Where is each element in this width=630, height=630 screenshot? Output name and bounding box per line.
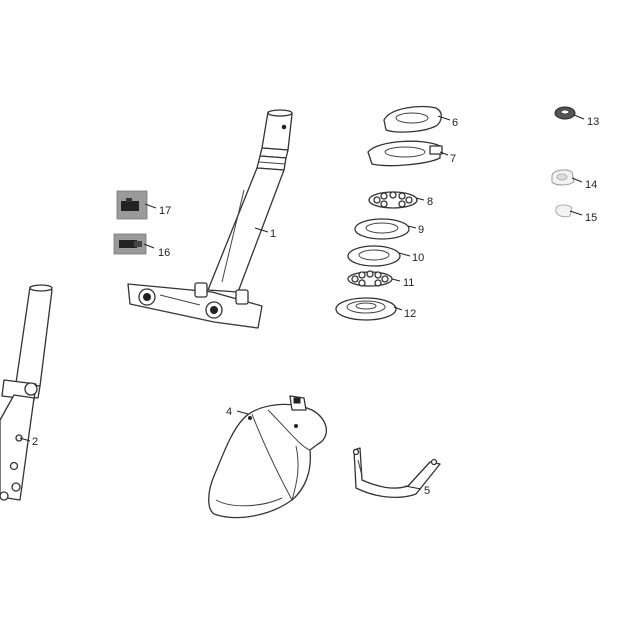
- callout-4: 4: [226, 406, 232, 418]
- callout-6: 6: [452, 117, 458, 129]
- leader-line-13: [573, 114, 585, 120]
- leader-line-12: [393, 306, 403, 311]
- leader-line-17: [144, 203, 157, 209]
- bolt-photo-part[interactable]: [113, 233, 147, 255]
- dust-seal-part[interactable]: [335, 297, 397, 321]
- callout-11: 11: [403, 277, 414, 289]
- leader-line-15: [569, 210, 583, 216]
- callout-1: 1: [270, 228, 276, 240]
- callout-15: 15: [585, 212, 597, 224]
- upper-race-part[interactable]: [354, 218, 410, 240]
- leader-line-9: [407, 225, 417, 229]
- callout-9: 9: [418, 224, 424, 236]
- leader-line-16: [143, 243, 155, 249]
- callout-7: 7: [450, 153, 456, 165]
- callout-12: 12: [404, 308, 416, 320]
- leader-line-1: [254, 227, 269, 233]
- leader-line-14: [571, 177, 583, 183]
- leader-line-8: [415, 197, 425, 201]
- callout-2: 2: [32, 436, 38, 448]
- callout-10: 10: [412, 252, 424, 264]
- callout-16: 16: [158, 247, 170, 259]
- lock-washer-part[interactable]: [367, 140, 443, 167]
- clip-part[interactable]: [551, 169, 575, 186]
- ball-cage-upper-part[interactable]: [368, 191, 418, 209]
- bracket-part[interactable]: [352, 447, 441, 499]
- callout-5: 5: [424, 485, 430, 497]
- leader-line-7: [439, 151, 449, 156]
- leader-line-5: [404, 485, 422, 490]
- leader-line-10: [398, 252, 411, 257]
- lower-race-part[interactable]: [347, 245, 401, 267]
- nut-photo-part[interactable]: [116, 190, 148, 220]
- callout-13: 13: [587, 116, 599, 128]
- small-nut-part[interactable]: [554, 106, 576, 120]
- callout-14: 14: [585, 179, 597, 191]
- small-clip-part[interactable]: [555, 204, 573, 218]
- leader-line-6: [437, 115, 451, 121]
- callout-17: 17: [159, 205, 171, 217]
- steering-stem-part[interactable]: [127, 109, 293, 329]
- leader-line-2: [19, 437, 31, 442]
- fork-leg-part[interactable]: [0, 284, 53, 501]
- top-nut-part[interactable]: [383, 105, 442, 133]
- ball-cage-lower-part[interactable]: [347, 270, 393, 287]
- leader-line-11: [391, 278, 401, 282]
- front-mudguard-part[interactable]: [208, 395, 327, 519]
- leader-line-4: [236, 410, 249, 415]
- callout-8: 8: [427, 196, 433, 208]
